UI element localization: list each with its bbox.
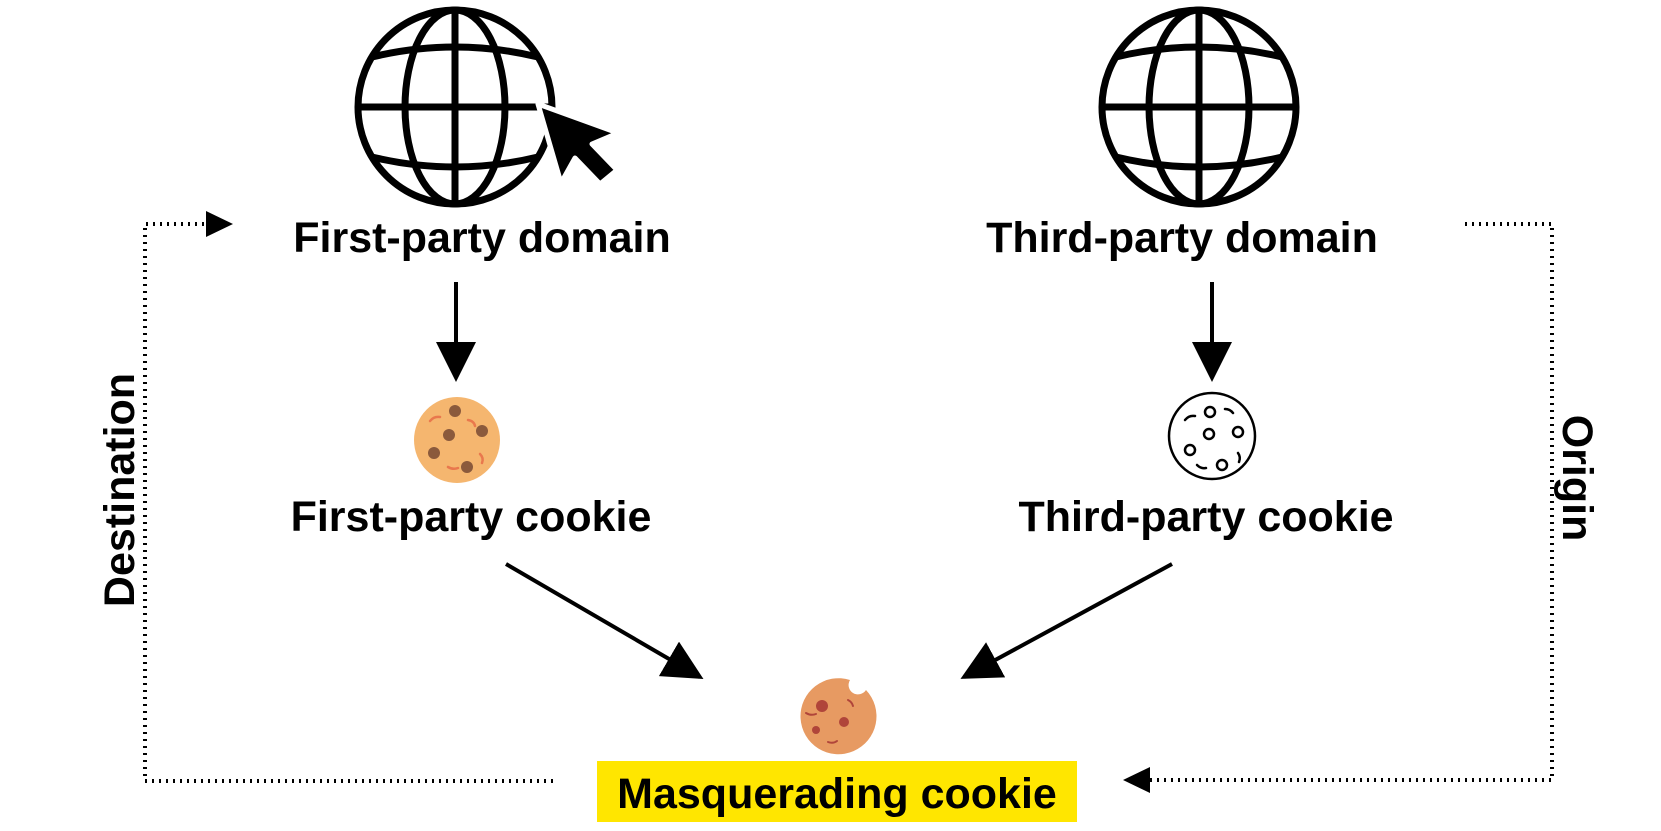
destination-edge-label: Destination (96, 373, 144, 607)
first-party-to-masquerading-arrow (504, 562, 704, 680)
origin-arrowhead (1123, 767, 1150, 793)
third-party-domain-label: Third-party domain (986, 214, 1378, 262)
masquerading-cookie-highlight (597, 761, 1077, 822)
origin-dotted-arrow (1148, 222, 1554, 782)
origin-edge-label: Origin (1553, 415, 1601, 542)
first-party-domain-label: First-party domain (293, 214, 671, 262)
globe-with-cursor-icon (354, 6, 621, 208)
third-party-to-masquerading-arrow (960, 562, 1173, 679)
first-party-cookie-label: First-party cookie (291, 493, 652, 541)
destination-dotted-arrow (143, 222, 553, 783)
cookie-outline-icon (1167, 391, 1257, 481)
masquerading-cookie-label: Masquerading cookie (617, 770, 1057, 818)
bitten-cookie-icon (800, 678, 877, 755)
third-party-cookie-label: Third-party cookie (1018, 493, 1393, 541)
globe-icon (1098, 6, 1300, 208)
destination-arrowhead (206, 211, 233, 237)
cookie-icon (414, 397, 500, 483)
